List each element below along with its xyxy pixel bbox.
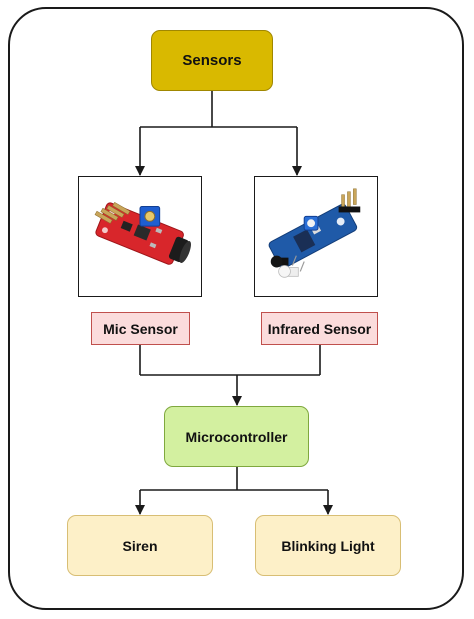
microcontroller-node: Microcontroller [164, 406, 309, 467]
mic-sensor-node: Mic Sensor [91, 312, 190, 345]
siren-node: Siren [67, 515, 213, 576]
mic-sensor-module-image [94, 202, 191, 265]
sensors-node: Sensors [151, 30, 273, 91]
mic-sensor-photo [78, 176, 202, 297]
infrared-sensor-module-image [268, 188, 361, 278]
ir-sensor-photo [254, 176, 378, 297]
blinking-light-node: Blinking Light [255, 515, 401, 576]
infrared-sensor-node: Infrared Sensor [261, 312, 378, 345]
diagram-frame [8, 7, 464, 610]
